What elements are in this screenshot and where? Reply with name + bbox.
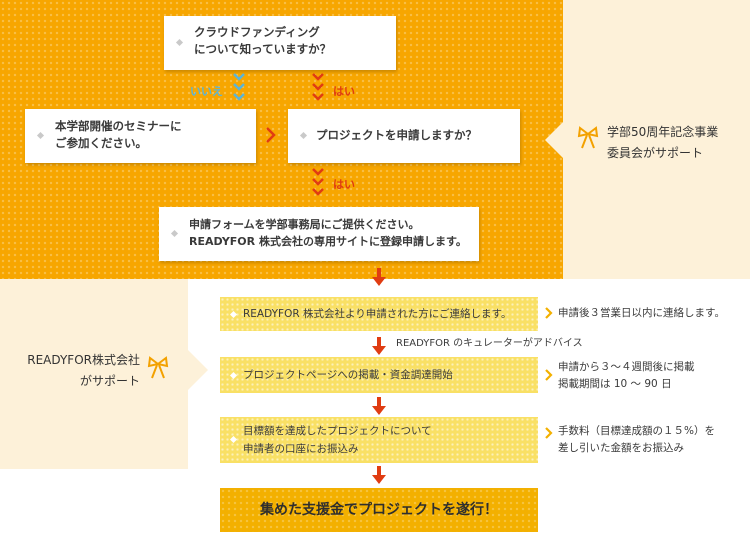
- seminar-box: 本学部開催のセミナーに ご参加ください。: [25, 109, 256, 163]
- step-payout-line-1: 目標額を達成したプロジェクトについて: [243, 425, 432, 437]
- readyfor-support-label: READYFOR株式会社 がサポート: [12, 350, 140, 392]
- form-line-2: READYFOR 株式会社の専用サイトに登録申請します。: [189, 235, 467, 248]
- note-publish-line-2: 掲載期間は 10 ～ 90 日: [558, 378, 672, 390]
- final-execute-project: 集めた支援金でプロジェクトを遂行！: [220, 488, 538, 532]
- seminar-line-2: ご参加ください。: [55, 136, 147, 150]
- note-payout-line-2: 差し引いた金額をお振込み: [558, 442, 684, 454]
- yes-chevrons-icon: [312, 168, 324, 196]
- question-know-crowdfunding: クラウドファンディング について知っていますか？: [164, 16, 396, 70]
- chevron-right-icon: [266, 127, 276, 143]
- down-arrow-icon: [372, 397, 386, 415]
- committee-line-1: 学部50周年記念事業: [607, 125, 719, 139]
- bullet-diamond: [170, 229, 179, 238]
- note-payout-line-1: 手数料（目標達成額の１５%）を: [558, 425, 715, 437]
- note-publish: 申請から３～４週間後に掲載 掲載期間は 10 ～ 90 日: [558, 359, 695, 393]
- bullet-diamond: [36, 131, 45, 140]
- committee-line-2: 委員会がサポート: [607, 146, 704, 160]
- label-yes-2: はい: [333, 178, 355, 191]
- chevron-right-icon: [545, 369, 553, 381]
- down-arrow-icon: [372, 268, 386, 286]
- bullet-diamond: [229, 435, 238, 444]
- down-arrow-icon: [372, 466, 386, 484]
- question-line-2: について知っていますか？: [194, 42, 332, 56]
- no-chevrons-icon: [233, 73, 245, 101]
- bullet-diamond: [229, 371, 238, 380]
- step-publish: プロジェクトページへの掲載・資金調達開始: [220, 357, 538, 393]
- readyfor-panel: [0, 279, 188, 469]
- seminar-line-1: 本学部開催のセミナーに: [55, 119, 182, 133]
- bullet-diamond: [229, 310, 238, 319]
- committee-panel: [563, 0, 750, 279]
- application-form-box: 申請フォームを学部事務局にご提供ください。 READYFOR 株式会社の専用サイ…: [159, 207, 479, 261]
- ribbon-icon: [147, 356, 169, 379]
- ribbon-icon: [577, 126, 599, 149]
- bullet-diamond: [299, 131, 308, 140]
- committee-pointer: [545, 120, 565, 160]
- down-arrow-icon: [372, 337, 386, 355]
- step-payout-line-2: 申請者の口座にお振込み: [243, 443, 359, 455]
- label-no: いいえ: [190, 85, 223, 98]
- readyfor-pointer: [188, 350, 208, 390]
- committee-support-label: 学部50周年記念事業 委員会がサポート: [607, 122, 718, 164]
- step-contact-text: READYFOR 株式会社より申請された方にご連絡します。: [243, 308, 512, 320]
- bullet-diamond: [175, 38, 184, 47]
- question-apply-text: プロジェクトを申請しますか？: [316, 128, 477, 142]
- label-yes-1: はい: [333, 85, 355, 98]
- note-contact: 申請後３営業日以内に連絡します。: [558, 307, 725, 319]
- question-line-1: クラウドファンディング: [194, 25, 320, 39]
- step-publish-text: プロジェクトページへの掲載・資金調達開始: [243, 369, 453, 381]
- yes-chevrons-icon: [312, 73, 324, 101]
- step-contact: READYFOR 株式会社より申請された方にご連絡します。: [220, 297, 538, 331]
- chevron-right-icon: [545, 307, 553, 319]
- note-publish-line-1: 申請から３～４週間後に掲載: [558, 361, 695, 373]
- step-payout: 目標額を達成したプロジェクトについて 申請者の口座にお振込み: [220, 417, 538, 463]
- chevron-right-icon: [545, 427, 553, 439]
- note-payout: 手数料（目標達成額の１５%）を 差し引いた金額をお振込み: [558, 423, 715, 457]
- question-apply-project: プロジェクトを申請しますか？: [288, 109, 520, 163]
- readyfor-line-1: READYFOR株式会社: [27, 353, 140, 367]
- readyfor-line-2: がサポート: [79, 374, 140, 388]
- form-line-1: 申請フォームを学部事務局にご提供ください。: [189, 218, 420, 231]
- curator-advice: READYFOR のキュレーターがアドバイス: [396, 338, 583, 349]
